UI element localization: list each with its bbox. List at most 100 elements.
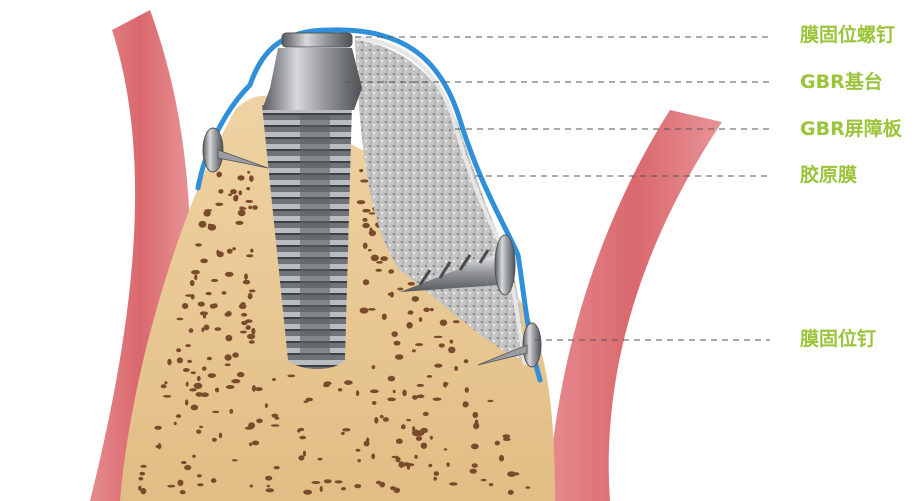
bone-pore — [298, 428, 304, 431]
bone-pore — [372, 401, 377, 405]
bone-pore — [271, 414, 278, 418]
bone-pore — [304, 401, 309, 403]
bone-pore — [232, 459, 238, 461]
bone-pore — [218, 189, 223, 194]
bone-pore — [354, 484, 361, 488]
bone-pore — [242, 207, 247, 210]
bone-pore — [186, 382, 189, 387]
bone-pore — [406, 419, 411, 421]
bone-pore — [303, 451, 306, 457]
bone-pore — [299, 436, 306, 440]
bone-pore — [154, 426, 162, 430]
bone-pore — [287, 375, 295, 378]
bone-pore — [526, 486, 531, 489]
bone-pore — [323, 384, 330, 387]
bone-pore — [363, 279, 369, 285]
bone-pore — [226, 311, 232, 317]
bone-pore — [241, 313, 247, 317]
label-gbr-barrier-membrane: GBR屏障板 — [800, 120, 902, 139]
bone-pore — [245, 200, 253, 203]
bone-pore — [197, 483, 203, 486]
bone-pore — [185, 399, 188, 405]
bone-pore — [344, 380, 353, 385]
bone-pore — [420, 428, 428, 433]
bone-pore — [311, 481, 320, 484]
bone-pore — [187, 360, 192, 363]
bone-pore — [440, 320, 447, 326]
bone-pore — [266, 488, 275, 492]
bone-pore — [189, 388, 196, 391]
bone-pore — [372, 365, 376, 369]
bone-pore — [439, 343, 445, 347]
bone-pore — [499, 455, 504, 462]
bone-pore — [453, 320, 460, 323]
bone-pore — [317, 458, 322, 461]
bone-pore — [463, 401, 469, 407]
bone-pore — [191, 270, 200, 275]
bone-pore — [416, 395, 424, 399]
bone-pore — [194, 275, 197, 281]
label-membrane-fixation-screw: 膜固位螺钉 — [800, 26, 895, 45]
bone-pore — [158, 443, 161, 450]
bone-pore — [141, 488, 147, 494]
bone-pore — [449, 482, 458, 485]
bone-pore — [249, 340, 255, 344]
bone-pore — [215, 203, 223, 206]
bone-pore — [232, 247, 236, 250]
bone-pore — [375, 269, 382, 272]
bone-pore — [397, 288, 403, 291]
bone-pore — [362, 218, 367, 222]
bone-pore — [235, 221, 243, 225]
bone-pore — [415, 343, 423, 346]
bone-pore — [408, 310, 414, 314]
bone-pore — [204, 209, 212, 212]
bone-pore — [250, 249, 253, 253]
bone-pore — [182, 303, 188, 309]
bone-pore — [184, 465, 191, 470]
bone-pore — [393, 390, 396, 393]
bone-pore — [271, 424, 280, 427]
bone-pore — [245, 319, 253, 323]
bone-pore — [376, 261, 383, 264]
bone-pore — [388, 376, 396, 382]
bone-pore — [241, 302, 246, 305]
bone-pore — [212, 438, 217, 442]
bone-pore — [230, 189, 237, 194]
bone-pore — [211, 279, 218, 282]
bone-pore — [176, 348, 181, 352]
bone-pore — [388, 269, 394, 274]
bone-pore — [200, 259, 208, 264]
bone-pore — [177, 357, 183, 363]
bone-pore — [392, 331, 398, 337]
bone-pore — [239, 190, 243, 195]
bone-pore — [228, 194, 232, 197]
bone-pore — [163, 395, 171, 398]
bone-pore — [194, 383, 203, 389]
bone-pore — [464, 359, 469, 363]
bone-pore — [250, 485, 254, 488]
bone-pore — [382, 314, 387, 320]
bone-pore — [433, 398, 442, 401]
bone-pore — [181, 461, 186, 464]
bone-pore — [267, 485, 270, 488]
bone-pore — [362, 223, 370, 228]
bone-pore — [402, 390, 407, 397]
bone-pore — [274, 466, 280, 469]
bone-pore — [167, 485, 175, 488]
implant-internal-channel — [300, 115, 330, 355]
bone-pore — [368, 249, 372, 251]
bone-pore — [185, 294, 194, 297]
bone-pore — [226, 385, 235, 389]
bone-pore — [176, 414, 181, 418]
bone-pore — [434, 364, 442, 368]
bone-pore — [423, 308, 429, 313]
bone-pore — [206, 292, 212, 295]
bone-pore — [192, 455, 196, 458]
bone-pore — [235, 195, 239, 199]
bone-pore — [454, 366, 458, 371]
bone-pore — [395, 354, 403, 360]
bone-pore — [174, 422, 177, 425]
bone-pore — [139, 477, 144, 481]
bone-pore — [508, 490, 514, 495]
